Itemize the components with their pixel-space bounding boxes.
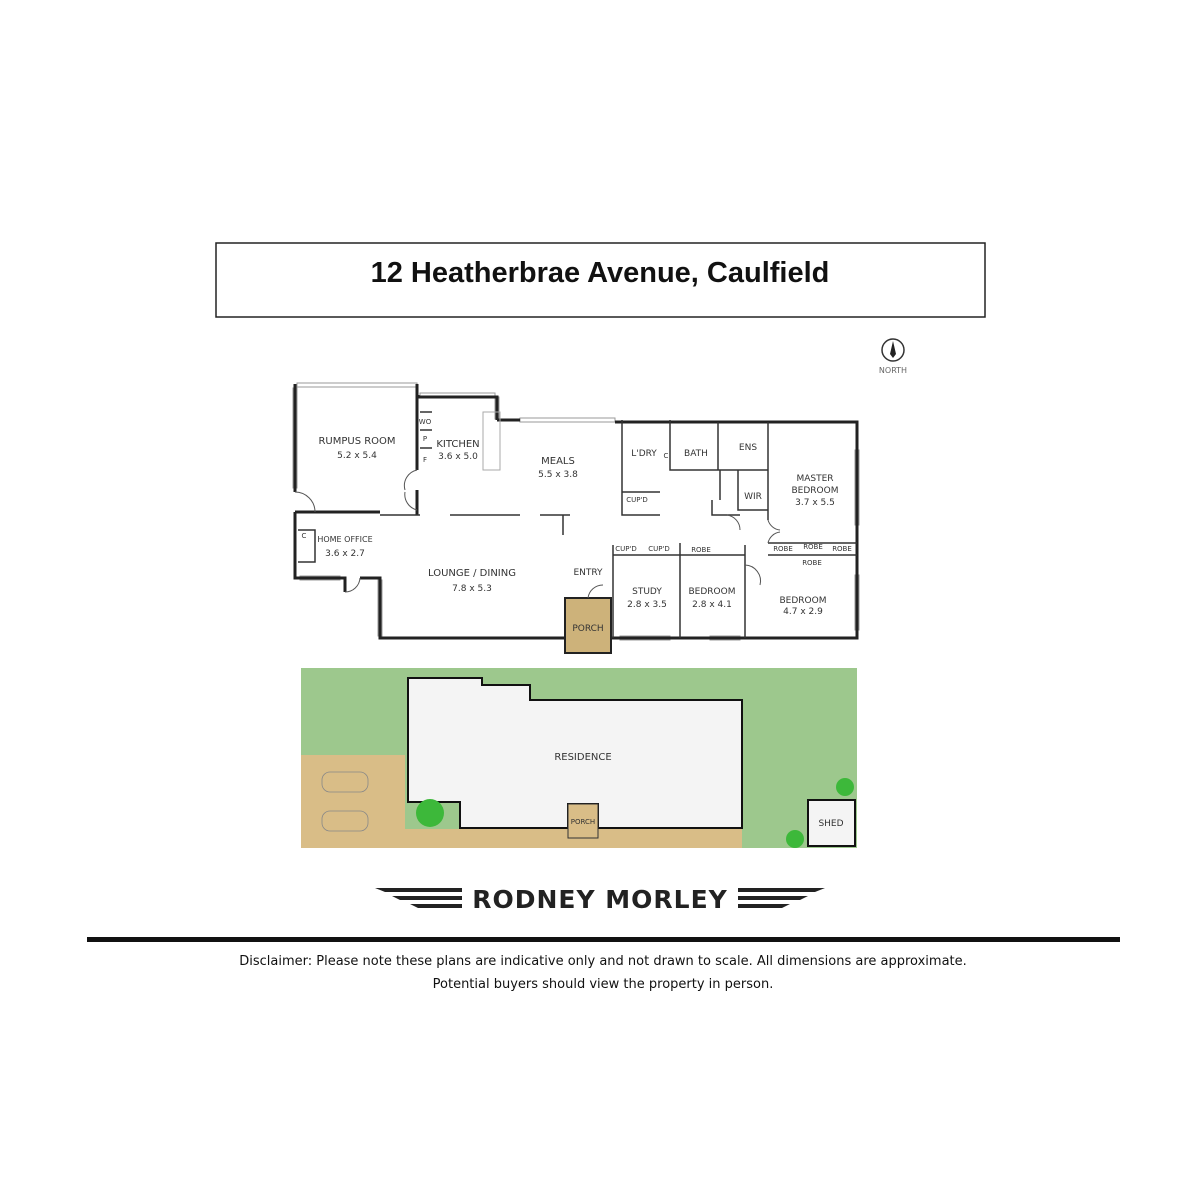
room-name-meals: MEALS: [541, 456, 575, 467]
shrub-icon: [836, 778, 854, 796]
fixture-cupboard-office: C: [302, 532, 307, 540]
room-name-lounge: LOUNGE / DINING: [428, 568, 516, 579]
room-size-bedroom-3: 4.7 x 2.9: [783, 607, 823, 617]
room-name-ensuite: ENS: [739, 443, 757, 453]
room-size-bedroom-2: 2.8 x 4.1: [692, 600, 732, 610]
room-name-study: STUDY: [632, 587, 662, 597]
title-box: 12 Heatherbrae Avenue, Caulfield: [215, 242, 986, 318]
room-size-master: 3.7 x 5.5: [795, 498, 835, 508]
fixture-robe-bedroom-3: ROBE: [802, 559, 822, 567]
room-name-master-2: BEDROOM: [792, 486, 839, 496]
room-size-study: 2.8 x 3.5: [627, 600, 667, 610]
shrub-icon: [786, 830, 804, 848]
fixture-fridge: F: [423, 456, 427, 464]
disclaimer-line-2: Potential buyers should view the propert…: [433, 977, 774, 992]
room-size-lounge: 7.8 x 5.3: [452, 584, 492, 594]
fixture-cupd-1: CUP'D: [615, 545, 637, 553]
fixture-pantry: P: [423, 435, 427, 443]
room-name-bedroom-2: BEDROOM: [689, 587, 736, 597]
property-address-title: 12 Heatherbrae Avenue, Caulfield: [371, 257, 830, 289]
fixture-cupd-2: CUP'D: [648, 545, 670, 553]
porch-area: [564, 597, 612, 654]
tree-icon: [416, 799, 444, 827]
fixture-robe-bedroom-2: ROBE: [691, 546, 711, 554]
rodney-morley-logo: RODNEY MORLEY: [375, 885, 825, 914]
room-name-bedroom-3: BEDROOM: [780, 596, 827, 606]
fixture-robe-master-1: ROBE: [773, 545, 793, 553]
fixture-cupd-hall: CUP'D: [626, 496, 648, 504]
room-name-home-office: HOME OFFICE: [317, 535, 372, 544]
room-size-home-office: 3.6 x 2.7: [325, 549, 365, 559]
fixture-wall-oven: WO: [419, 418, 432, 426]
north-label: NORTH: [879, 366, 907, 375]
room-name-master-1: MASTER: [796, 474, 833, 484]
room-name-laundry: L'DRY: [631, 449, 657, 459]
fixture-robe-master-2: ROBE: [803, 543, 823, 551]
brand-name: RODNEY MORLEY: [472, 885, 728, 914]
car-icon: [321, 771, 369, 832]
floor-plan: RUMPUS ROOM 5.2 x 5.4 KITCHEN 3.6 x 5.0 …: [292, 382, 860, 654]
fixture-cupboard-laundry: C: [664, 452, 669, 460]
fixture-robe-master-3: ROBE: [832, 545, 852, 553]
room-name-kitchen: KITCHEN: [436, 439, 479, 450]
site-label-shed: SHED: [818, 819, 843, 829]
room-size-rumpus: 5.2 x 5.4: [337, 451, 377, 461]
room-name-bath: BATH: [684, 449, 708, 459]
disclaimer-line-1: Disclaimer: Please note these plans are …: [239, 954, 967, 969]
shed: [807, 799, 856, 847]
site-label-residence: RESIDENCE: [554, 752, 611, 763]
room-size-meals: 5.5 x 3.8: [538, 470, 578, 480]
room-name-wir: WIR: [744, 492, 762, 502]
north-arrow-icon: NORTH: [879, 338, 907, 375]
divider: [87, 937, 1120, 942]
room-name-porch: PORCH: [572, 624, 603, 634]
room-size-kitchen: 3.6 x 5.0: [438, 452, 478, 462]
site-plan: RESIDENCE PORCH SHED: [301, 668, 857, 848]
room-name-rumpus: RUMPUS ROOM: [318, 436, 395, 447]
site-label-porch: PORCH: [571, 818, 595, 826]
room-name-entry: ENTRY: [573, 568, 603, 578]
